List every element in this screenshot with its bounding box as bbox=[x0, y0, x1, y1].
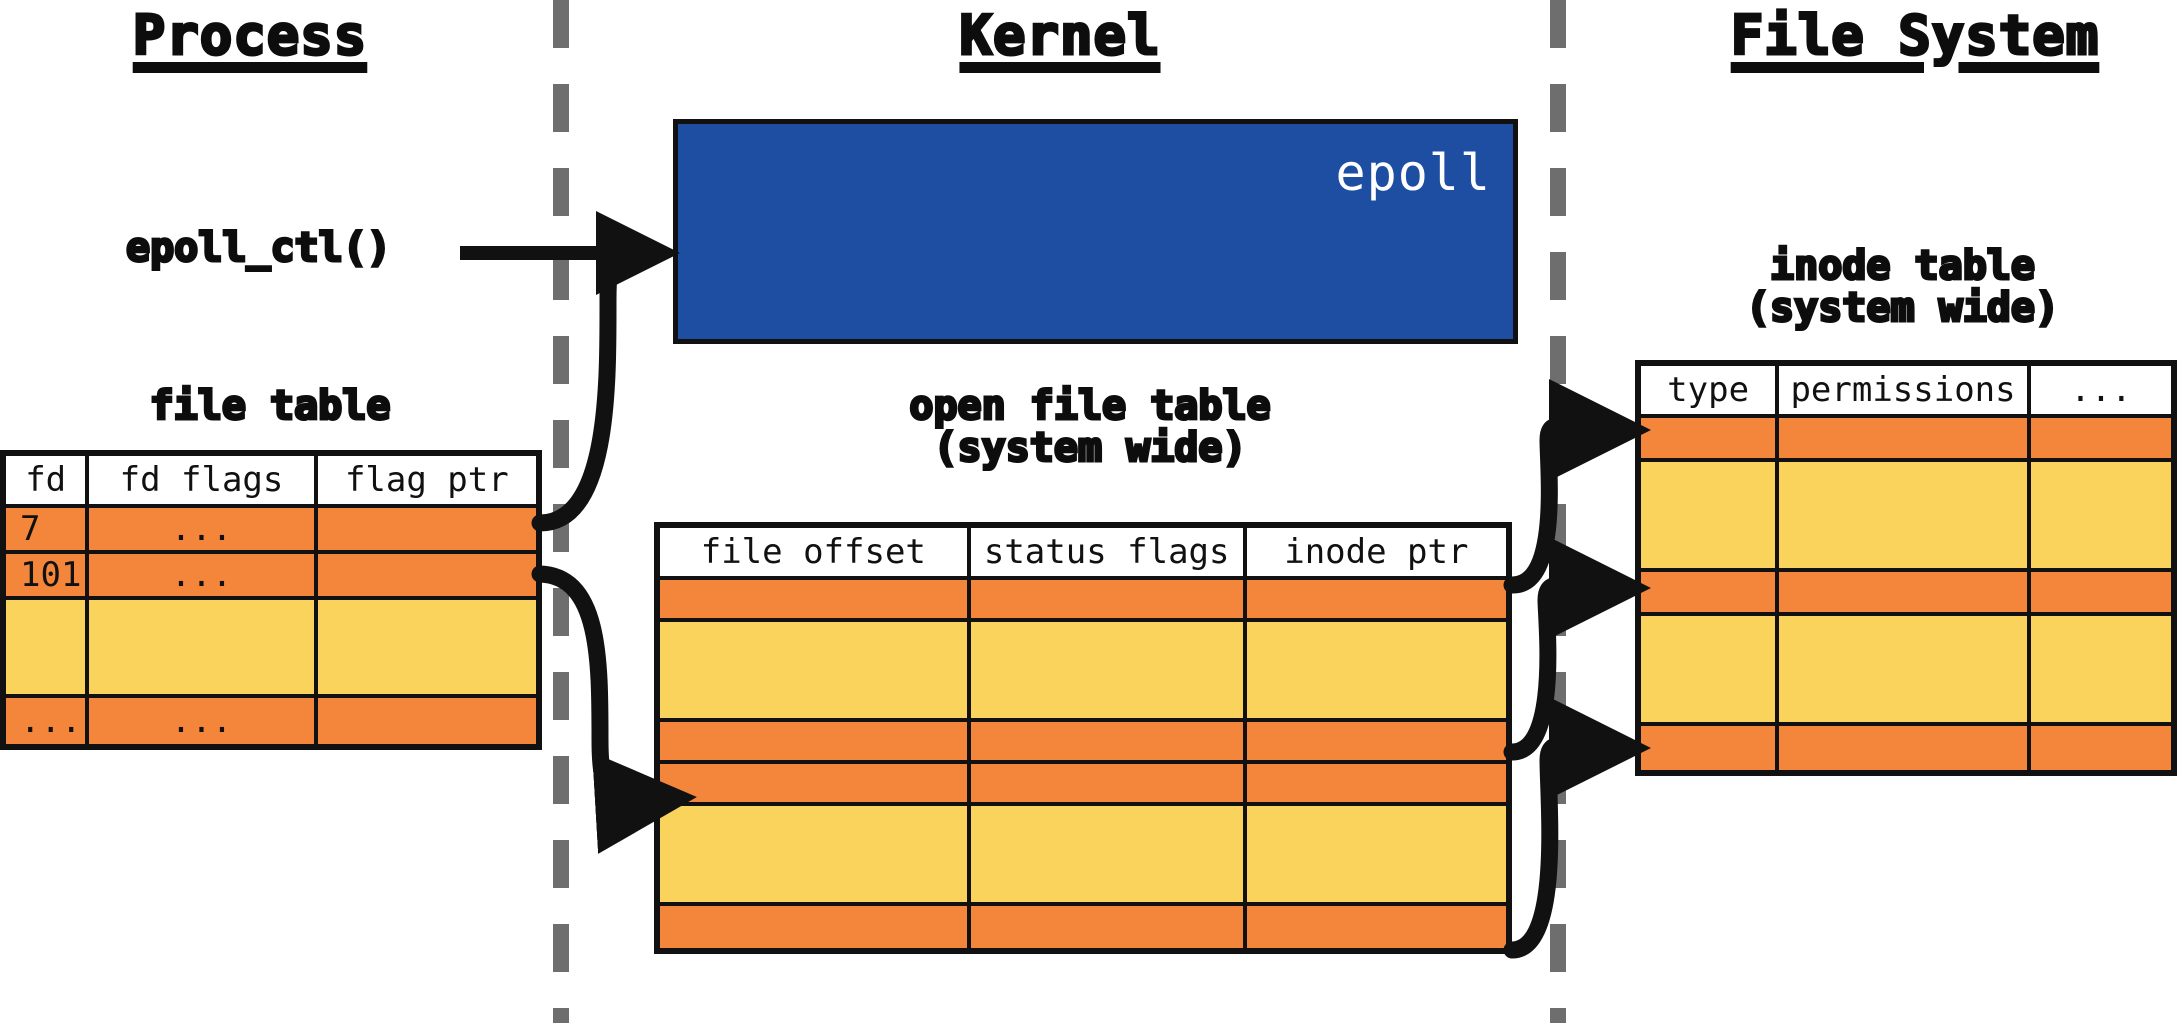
table-cell bbox=[970, 622, 1247, 722]
table-cell bbox=[2030, 418, 2171, 462]
table-row bbox=[660, 722, 1506, 764]
table-row bbox=[1641, 726, 2171, 770]
table-row bbox=[1641, 616, 2171, 726]
column-header-1: fd bbox=[6, 456, 90, 508]
table-row bbox=[6, 600, 536, 698]
table-cell: 101 bbox=[6, 554, 90, 600]
table-cell bbox=[2030, 616, 2171, 726]
table-cell bbox=[970, 764, 1247, 806]
table-cell bbox=[660, 722, 971, 764]
table-cell bbox=[1779, 572, 2031, 616]
table-cell bbox=[1779, 726, 2031, 770]
table-cell bbox=[1641, 726, 1780, 770]
table-row bbox=[660, 906, 1506, 948]
table-cell bbox=[2030, 726, 2171, 770]
table-cell bbox=[1246, 906, 1506, 948]
table-cell bbox=[6, 600, 90, 698]
table-cell bbox=[89, 600, 318, 698]
table-cell bbox=[1779, 418, 2031, 462]
section-title-file-system: File System bbox=[1729, 3, 2100, 69]
section-title-kernel: Kernel bbox=[958, 3, 1161, 69]
table-cell bbox=[1246, 722, 1506, 764]
table-cell: ... bbox=[89, 698, 318, 744]
column-header-3: flag ptr bbox=[317, 456, 536, 508]
inode-table-caption: inode table (system wide) bbox=[1630, 243, 2175, 331]
table-cell: 7 bbox=[6, 508, 90, 554]
table-cell bbox=[1641, 572, 1780, 616]
table-cell bbox=[1641, 418, 1780, 462]
table-row bbox=[660, 806, 1506, 906]
epoll-box-label: epoll bbox=[1335, 144, 1491, 202]
table-cell bbox=[1246, 580, 1506, 622]
table-cell bbox=[317, 508, 536, 554]
table-cell bbox=[1641, 616, 1780, 726]
table-cell bbox=[1246, 806, 1506, 906]
divider-process-kernel bbox=[553, 0, 569, 1023]
table-cell bbox=[970, 906, 1247, 948]
table-row bbox=[1641, 462, 2171, 572]
table-cell bbox=[970, 580, 1247, 622]
epoll-box: epoll bbox=[673, 119, 1518, 344]
table-row bbox=[1641, 418, 2171, 462]
table-row: 7... bbox=[6, 508, 536, 554]
table-cell bbox=[660, 580, 971, 622]
table-cell: ... bbox=[89, 508, 318, 554]
table-cell bbox=[1246, 764, 1506, 806]
table-cell bbox=[2030, 462, 2171, 572]
inode-table-caption-line-1: inode table bbox=[1769, 243, 2037, 289]
table-cell bbox=[317, 698, 536, 744]
column-header-1: file offset bbox=[660, 528, 971, 580]
table-cell bbox=[660, 764, 971, 806]
table-cell bbox=[660, 806, 971, 906]
table-cell bbox=[660, 622, 971, 722]
column-header-2: status flags bbox=[970, 528, 1247, 580]
column-header-3: inode ptr bbox=[1246, 528, 1506, 580]
table-row: ...... bbox=[6, 698, 536, 744]
open-file-table-caption: open file table (system wide) bbox=[660, 383, 1520, 471]
table-cell bbox=[1779, 462, 2031, 572]
table-cell bbox=[2030, 572, 2171, 616]
column-header-2: fd flags bbox=[89, 456, 318, 508]
table-cell bbox=[1246, 622, 1506, 722]
table-row bbox=[1641, 572, 2171, 616]
table-row bbox=[660, 580, 1506, 622]
open-file-table-caption-line-2: (system wide) bbox=[932, 425, 1248, 471]
file-table-caption-line-1: file table bbox=[148, 383, 392, 429]
table-cell bbox=[317, 554, 536, 600]
table-cell bbox=[970, 806, 1247, 906]
table-cell bbox=[660, 906, 971, 948]
table-row: 101... bbox=[6, 554, 536, 600]
column-header-3: ... bbox=[2030, 366, 2171, 418]
table-cell: ... bbox=[89, 554, 318, 600]
table-row bbox=[660, 622, 1506, 722]
section-title-process: Process bbox=[131, 3, 368, 69]
column-header-2: permissions bbox=[1779, 366, 2031, 418]
inode-table-caption-line-2: (system wide) bbox=[1744, 285, 2060, 331]
table-cell bbox=[1641, 462, 1780, 572]
table-row bbox=[660, 764, 1506, 806]
table-cell bbox=[1779, 616, 2031, 726]
column-header-1: type bbox=[1641, 366, 1780, 418]
table-cell bbox=[970, 722, 1247, 764]
table-cell bbox=[317, 600, 536, 698]
file-table-caption: file table bbox=[0, 383, 540, 429]
table-cell: ... bbox=[6, 698, 90, 744]
open-file-table-caption-line-1: open file table bbox=[908, 383, 1272, 429]
divider-kernel-filesystem bbox=[1550, 0, 1566, 1023]
epoll-ctl-label: epoll_ctl() bbox=[125, 224, 393, 273]
